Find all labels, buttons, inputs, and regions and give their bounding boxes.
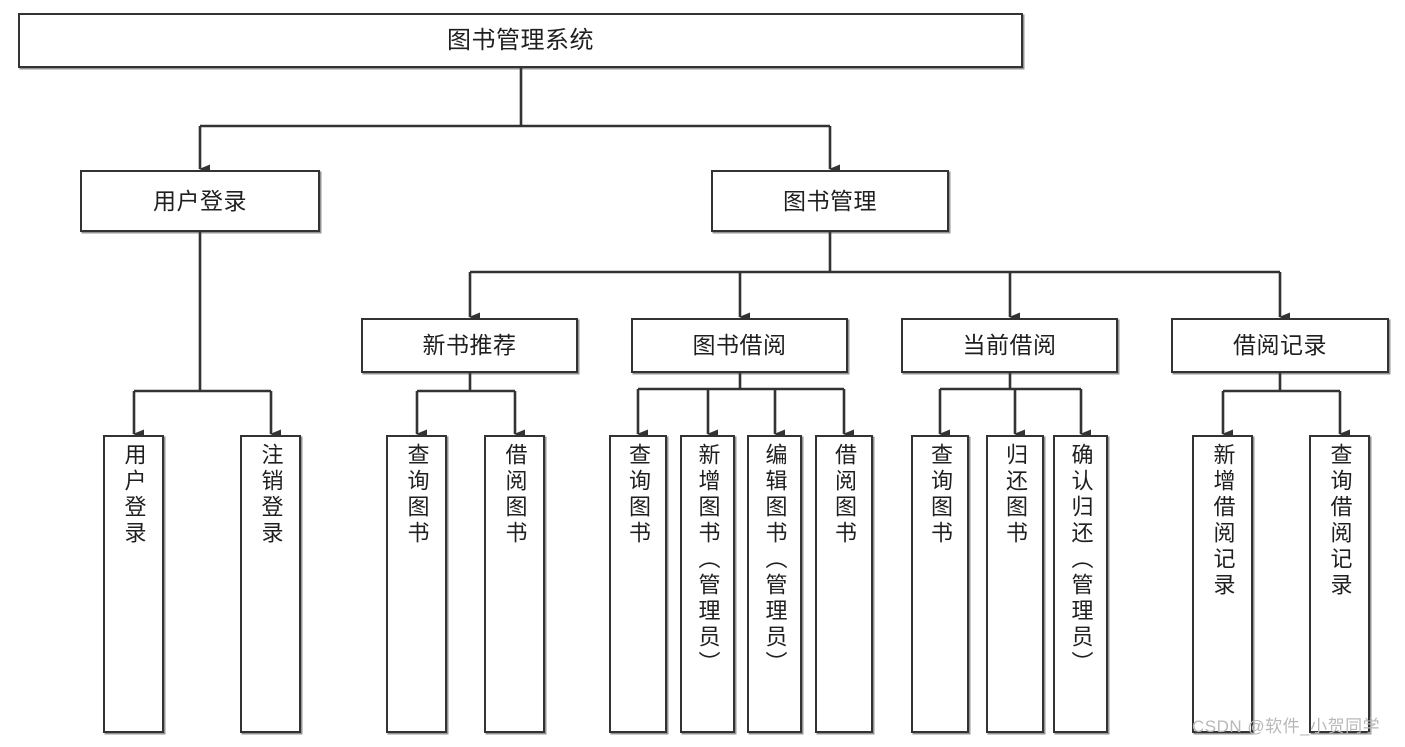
node-label: 查询图书 xyxy=(928,443,953,547)
node-label: 借阅图书 xyxy=(502,443,528,547)
node-current[interactable]: 当前借阅 xyxy=(901,318,1118,373)
node-records[interactable]: 借阅记录 xyxy=(1171,318,1389,373)
node-l_qrec[interactable]: 查询借阅记录 xyxy=(1309,435,1370,733)
node-label: 借阅记录 xyxy=(1233,332,1327,358)
node-login[interactable]: 用户登录 xyxy=(80,170,320,232)
node-root[interactable]: 图书管理系统 xyxy=(18,13,1023,68)
node-label: 图书管理 xyxy=(783,187,877,214)
node-l_q3[interactable]: 查询图书 xyxy=(911,435,969,733)
node-label: 用户登录 xyxy=(121,443,147,547)
node-l_b1[interactable]: 借阅图书 xyxy=(484,435,545,733)
node-label: 新书推荐 xyxy=(422,332,517,358)
node-l_q1[interactable]: 查询图书 xyxy=(386,435,447,733)
node-l_add[interactable]: 新增图书（管理员） xyxy=(680,435,735,733)
node-bookmgmt[interactable]: 图书管理 xyxy=(711,170,949,232)
node-label: 当前借阅 xyxy=(962,332,1057,358)
node-label: 编辑图书（管理员） xyxy=(762,443,788,677)
node-label: 图书管理系统 xyxy=(447,26,594,54)
node-l_edit[interactable]: 编辑图书（管理员） xyxy=(747,435,802,733)
node-l_addrec[interactable]: 新增借阅记录 xyxy=(1192,435,1253,733)
node-label: 新增图书（管理员） xyxy=(695,443,721,677)
node-l_login[interactable]: 用户登录 xyxy=(103,435,164,733)
node-label: 图书借阅 xyxy=(692,332,787,358)
node-label: 用户登录 xyxy=(153,187,247,214)
node-l_b2[interactable]: 借阅图书 xyxy=(815,435,873,733)
node-label: 查询图书 xyxy=(404,443,430,547)
node-l_confirm[interactable]: 确认归还（管理员） xyxy=(1053,435,1108,733)
node-label: 借阅图书 xyxy=(832,443,857,547)
node-l_q2[interactable]: 查询图书 xyxy=(609,435,667,733)
node-borrow[interactable]: 图书借阅 xyxy=(631,318,848,373)
node-newrec[interactable]: 新书推荐 xyxy=(361,318,578,373)
node-label: 确认归还（管理员） xyxy=(1068,443,1094,677)
node-label: 归还图书 xyxy=(1003,443,1028,547)
node-l_logout[interactable]: 注销登录 xyxy=(240,435,301,733)
csdn-watermark: CSDN @软件_小贺同学 xyxy=(1192,717,1381,736)
node-label: 新增借阅记录 xyxy=(1210,443,1236,599)
node-label: 查询图书 xyxy=(626,443,651,547)
node-l_ret[interactable]: 归还图书 xyxy=(986,435,1044,733)
node-label: 注销登录 xyxy=(258,443,284,547)
node-label: 查询借阅记录 xyxy=(1327,443,1353,599)
